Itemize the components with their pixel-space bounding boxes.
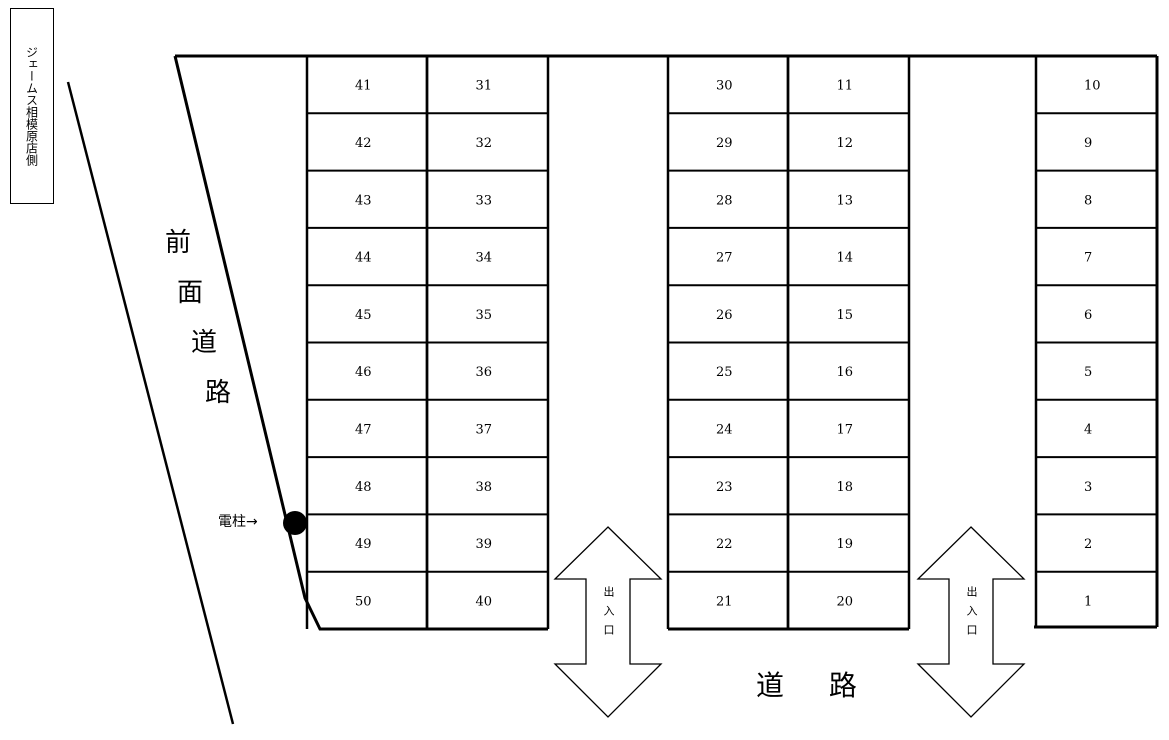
parking-space-40: 40	[476, 594, 493, 609]
parking-space-15: 15	[837, 308, 854, 323]
parking-space-24: 24	[716, 422, 733, 437]
parking-space-26: 26	[716, 308, 733, 323]
front-road-char-2: 面	[177, 278, 204, 308]
parking-space-12: 12	[837, 136, 854, 151]
parking-space-28: 28	[716, 193, 733, 208]
parking-space-4: 4	[1084, 422, 1092, 437]
parking-space-39: 39	[476, 537, 493, 552]
entrance-label-left: 出入口	[602, 586, 615, 643]
parking-space-23: 23	[716, 480, 733, 495]
parking-space-50: 50	[355, 594, 372, 609]
parking-space-45: 45	[355, 308, 372, 323]
parking-space-38: 38	[476, 480, 493, 495]
parking-space-2: 2	[1084, 537, 1092, 552]
parking-space-33: 33	[476, 193, 493, 208]
parking-space-5: 5	[1084, 365, 1092, 380]
side-label-box: ジェームス相模原店側	[10, 8, 54, 204]
parking-space-30: 30	[716, 79, 733, 94]
entrance-arrow-left	[553, 526, 663, 718]
parking-space-10: 10	[1084, 79, 1101, 94]
parking-space-44: 44	[355, 251, 372, 266]
parking-space-14: 14	[837, 251, 854, 266]
parking-space-25: 25	[716, 365, 733, 380]
parking-grid: 4142434445464748495031323334353637383940…	[305, 56, 1159, 629]
parking-space-46: 46	[355, 365, 372, 380]
parking-space-17: 17	[837, 422, 854, 437]
parking-space-7: 7	[1084, 251, 1092, 266]
parking-space-42: 42	[355, 136, 372, 151]
parking-space-36: 36	[476, 365, 493, 380]
front-road-char-3: 道	[191, 328, 218, 358]
parking-space-41: 41	[355, 79, 372, 94]
parking-space-48: 48	[355, 480, 372, 495]
utility-pole-marker	[283, 511, 307, 535]
parking-space-21: 21	[716, 594, 733, 609]
parking-space-29: 29	[716, 136, 733, 151]
parking-space-43: 43	[355, 193, 372, 208]
parking-space-13: 13	[837, 193, 854, 208]
parking-space-3: 3	[1084, 480, 1092, 495]
parking-space-31: 31	[476, 79, 493, 94]
parking-space-49: 49	[355, 537, 372, 552]
parking-space-32: 32	[476, 136, 493, 151]
parking-space-22: 22	[716, 537, 733, 552]
pole-label: 電柱→	[218, 514, 258, 530]
lot-boundary-left	[173, 55, 548, 631]
parking-space-20: 20	[837, 594, 854, 609]
entrance-label-right: 出入口	[965, 586, 978, 643]
parking-space-16: 16	[837, 365, 854, 380]
parking-space-1: 1	[1084, 594, 1092, 609]
parking-space-27: 27	[716, 251, 733, 266]
parking-space-47: 47	[355, 422, 372, 437]
parking-space-9: 9	[1084, 136, 1092, 151]
parking-space-6: 6	[1084, 308, 1092, 323]
parking-space-37: 37	[476, 422, 493, 437]
front-road-char-1: 前	[165, 228, 192, 258]
entrance-arrow-right	[916, 526, 1026, 718]
parking-space-11: 11	[837, 79, 854, 94]
road-label: 道 路	[756, 669, 875, 702]
side-label-text: ジェームス相模原店側	[24, 46, 39, 166]
front-road-char-4: 路	[205, 378, 232, 408]
road-edge-line	[66, 81, 235, 725]
parking-space-35: 35	[476, 308, 493, 323]
parking-space-34: 34	[476, 251, 493, 266]
parking-space-8: 8	[1084, 193, 1092, 208]
parking-space-18: 18	[837, 480, 854, 495]
parking-space-19: 19	[837, 537, 854, 552]
